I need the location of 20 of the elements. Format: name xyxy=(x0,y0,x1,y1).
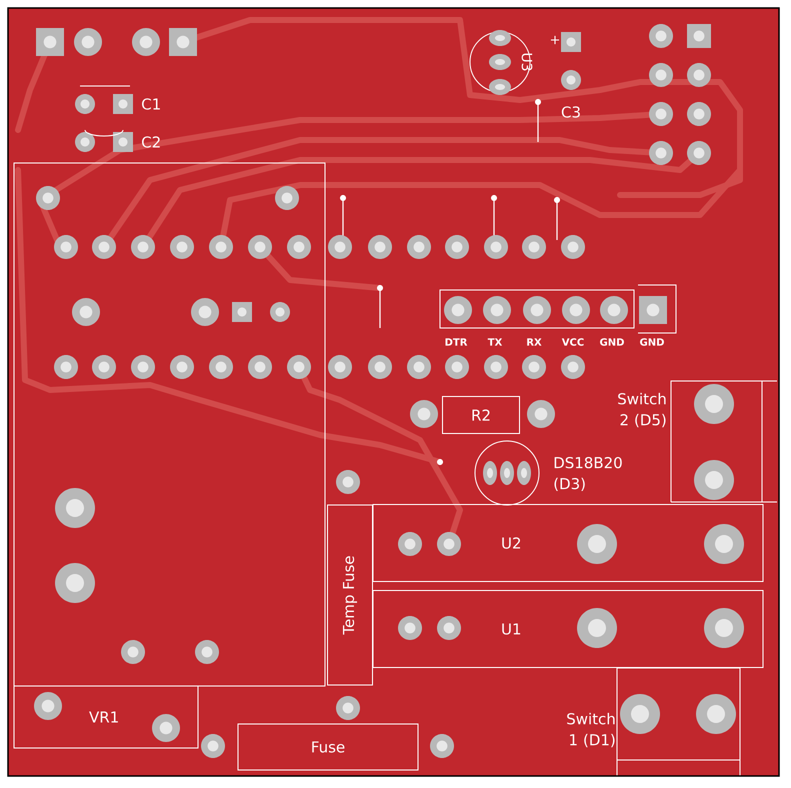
silkscreen-label: C1 xyxy=(142,98,160,110)
silkscreen-label: + xyxy=(550,36,560,44)
silkscreen-label: Switch 2 (D5) xyxy=(618,392,666,428)
silkscreen-label: GND xyxy=(600,338,624,346)
silkscreen-label: GND xyxy=(640,338,664,346)
component-outline: R2 xyxy=(442,396,520,434)
silkscreen-label: VCC xyxy=(562,338,584,346)
silkscreen-label: Switch 1 (D1) xyxy=(567,712,615,748)
silkscreen-label: DS18B20 (D3) xyxy=(554,456,622,492)
silkscreen-label: U3 xyxy=(522,54,532,70)
component-outline: U2 xyxy=(372,504,764,582)
silkscreen-label: RX xyxy=(527,338,542,346)
component-outline: U1 xyxy=(372,590,764,668)
component-outline: Fuse xyxy=(238,724,418,770)
component-outline: Temp Fuse xyxy=(327,504,373,686)
silkscreen-label: DTR xyxy=(446,338,468,346)
silkscreen-label: C2 xyxy=(142,136,160,148)
component-outline: VR1 xyxy=(14,686,198,748)
silkscreen-label: TX xyxy=(488,338,502,346)
silkscreen-label: C3 xyxy=(562,106,580,118)
